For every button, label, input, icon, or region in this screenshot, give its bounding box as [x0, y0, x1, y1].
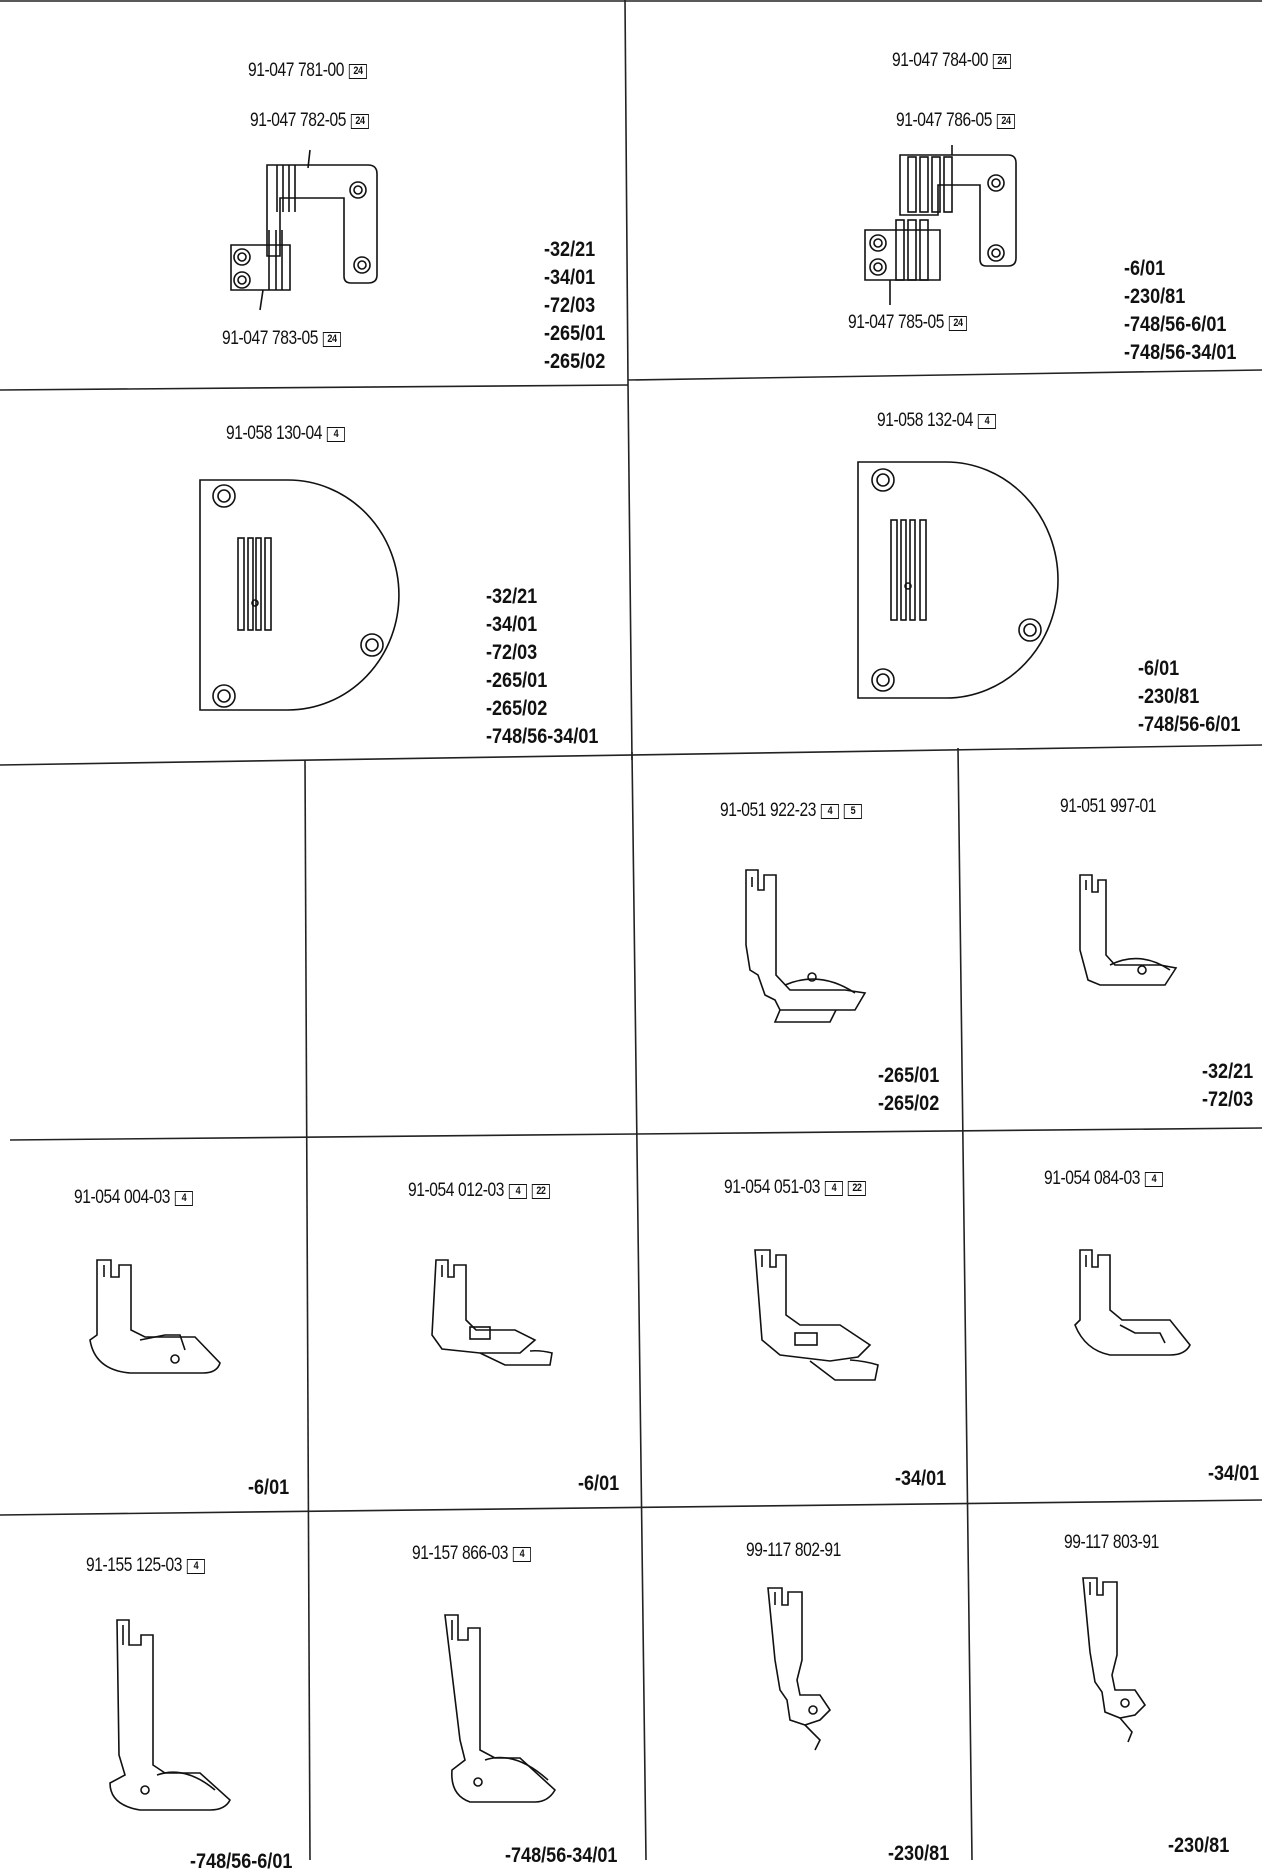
variant-list-3: -32/21 -34/01 -72/03 -265/01 -265/02 -74… [486, 583, 598, 751]
presser-foot-figure-91-054-084-03 [1070, 1245, 1200, 1380]
variant-list-12: -748/56-34/01 [505, 1842, 617, 1870]
variant-code: -72/03 [544, 294, 596, 317]
variant-list-2: -6/01 -230/81 -748/56-6/01 -748/56-34/01 [1124, 255, 1236, 367]
presser-foot-figure-91-051-997-01 [1070, 870, 1180, 1005]
variant-list-7: -6/01 [248, 1474, 289, 1502]
presser-foot-figure-91-051-922-23 [730, 865, 870, 1030]
variant-code: -748/56-6/01 [190, 1850, 293, 1873]
variant-code: -230/81 [1168, 1834, 1230, 1857]
variant-list-4: -6/01 -230/81 -748/56-6/01 [1138, 655, 1240, 739]
variant-list-13: -230/81 [888, 1840, 949, 1868]
variant-code: -72/03 [486, 641, 538, 664]
part-label-99-117-803-91: 99-117 803-91 [1064, 1532, 1159, 1553]
variant-code: -230/81 [1138, 685, 1200, 708]
presser-foot-figure-91-054-051-03 [750, 1245, 890, 1390]
variant-code: -6/01 [248, 1476, 290, 1499]
variant-code: -748/56-34/01 [1124, 341, 1237, 364]
variant-code: -34/01 [1208, 1462, 1260, 1485]
variant-code: -230/81 [1124, 285, 1186, 308]
variant-code: -265/02 [878, 1092, 940, 1115]
variant-code: -32/21 [486, 585, 538, 608]
variant-list-8: -6/01 [578, 1470, 619, 1498]
feed-dog-figure-right [860, 145, 1030, 305]
variant-code: -748/56-34/01 [505, 1844, 618, 1867]
variant-code: -265/01 [486, 669, 548, 692]
presser-foot-figure-99-117-802-91 [765, 1580, 875, 1760]
feed-dog-figure-left [220, 149, 390, 311]
presser-foot-figure-91-054-004-03 [85, 1255, 225, 1400]
variant-code: -265/01 [544, 322, 606, 345]
variant-code: -748/56-6/01 [1124, 313, 1227, 336]
variant-code: -6/01 [1138, 657, 1180, 680]
variant-code: -265/02 [486, 697, 548, 720]
variant-list-11: -748/56-6/01 [190, 1848, 292, 1876]
needle-plate-figure-right [856, 460, 1076, 705]
variant-code: -748/56-6/01 [1138, 713, 1241, 736]
variant-code: -265/02 [544, 350, 606, 373]
variant-list-6: -32/21 -72/03 [1202, 1058, 1253, 1114]
presser-foot-figure-91-157-866-03 [440, 1610, 580, 1830]
variant-list-1: -32/21 -34/01 -72/03 -265/01 -265/02 [544, 236, 605, 376]
variant-code: -34/01 [895, 1467, 947, 1490]
variant-code: -72/03 [1202, 1088, 1254, 1111]
variant-code: -6/01 [578, 1472, 620, 1495]
variant-code: -34/01 [544, 266, 596, 289]
variant-code: -34/01 [486, 613, 538, 636]
variant-list-14: -230/81 [1168, 1832, 1229, 1860]
variant-code: -230/81 [888, 1842, 950, 1865]
part-label-91-051-997-01: 91-051 997-01 [1060, 796, 1157, 817]
variant-list-9: -34/01 [895, 1465, 946, 1493]
variant-list-10: -34/01 [1208, 1460, 1259, 1488]
variant-code: -32/21 [1202, 1060, 1254, 1083]
variant-code: -265/01 [878, 1064, 940, 1087]
presser-foot-figure-91-155-125-03 [105, 1615, 245, 1835]
presser-foot-figure-91-054-012-03 [420, 1255, 560, 1400]
variant-code: -6/01 [1124, 257, 1166, 280]
variant-code: -748/56-34/01 [486, 725, 599, 748]
variant-code: -32/21 [544, 238, 596, 261]
needle-plate-figure-left [198, 478, 418, 723]
part-label-99-117-802-91: 99-117 802-91 [746, 1540, 841, 1561]
variant-list-5: -265/01 -265/02 [878, 1062, 939, 1118]
presser-foot-figure-99-117-803-91 [1080, 1570, 1190, 1750]
